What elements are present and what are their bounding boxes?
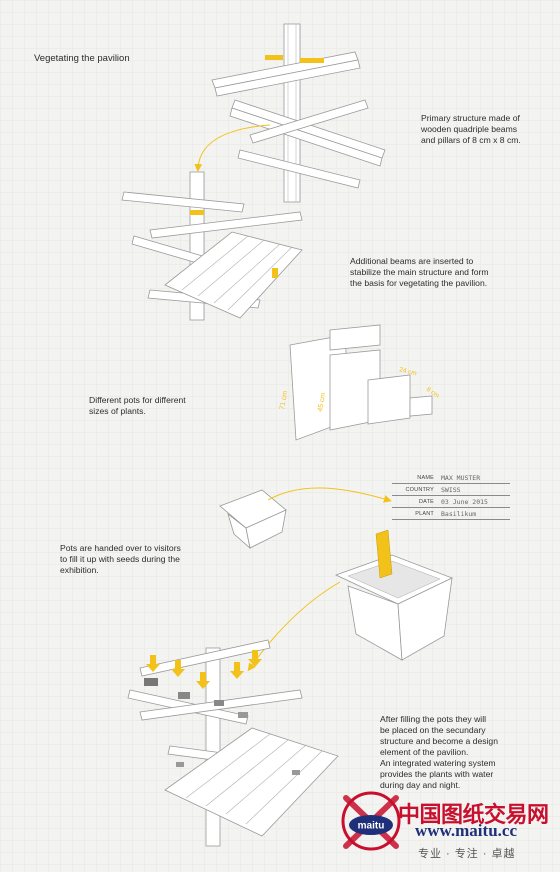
vegetated-structure-drawing xyxy=(127,639,339,847)
caption-line: and pillars of 8 cm x 8 cm. xyxy=(421,135,521,145)
label-value: Basilikum xyxy=(441,509,477,518)
pot-tiny xyxy=(409,395,433,417)
highlight-connector xyxy=(265,55,283,60)
caption-after-filling: After filling the pots they will be plac… xyxy=(380,714,498,791)
pot-with-plant xyxy=(178,692,190,699)
caption-line: exhibition. xyxy=(60,565,99,575)
arrow-connector xyxy=(194,124,271,172)
watermark-site-name: 中国图纸交易网 xyxy=(398,802,549,827)
pillar xyxy=(283,23,301,203)
caption-line: Different pots for different xyxy=(89,395,186,405)
plant-label-stick xyxy=(375,529,393,579)
caption-line: to fill it up with seeds during the xyxy=(60,554,180,564)
pot-side xyxy=(245,509,287,549)
caption-line: An integrated watering system xyxy=(380,758,496,768)
beam xyxy=(229,107,383,167)
label-value: SWISS xyxy=(441,485,461,494)
label-key: PLANT xyxy=(415,510,434,517)
floor-deck xyxy=(164,231,303,319)
pot-with-plant xyxy=(238,712,248,718)
label-row: PLANT Basilikum xyxy=(392,508,510,520)
pot-side xyxy=(397,577,453,661)
label-key: DATE xyxy=(418,498,434,505)
label-value: 03 June 2015 xyxy=(441,497,488,506)
pot-with-plant xyxy=(176,762,184,767)
beam xyxy=(139,639,271,677)
dimension-label: 71 cm xyxy=(279,390,289,410)
caption-line: be placed on the secundary xyxy=(380,725,486,735)
additional-beams-drawing xyxy=(121,171,303,321)
dimension-label: 24 cm xyxy=(398,366,417,377)
handed-pot-drawing xyxy=(219,489,287,550)
pot-large-rim xyxy=(329,324,381,351)
down-arrow-icon xyxy=(248,650,262,667)
planted-pot-drawing xyxy=(334,529,454,661)
caption-line: Additional beams are inserted to xyxy=(350,256,474,266)
highlight-connector xyxy=(300,58,324,63)
caption-line: provides the plants with water xyxy=(380,769,494,779)
label-row: COUNTRY SWISS xyxy=(392,484,510,496)
placement-arrows xyxy=(146,650,262,689)
arrow-connector xyxy=(267,487,392,503)
dimension-label: 45 cm xyxy=(317,392,327,412)
label-row: DATE 03 June 2015 xyxy=(392,496,510,508)
beam xyxy=(149,211,303,239)
logo-badge-text: maitu xyxy=(358,821,385,832)
page-title: Vegetating the pavilion xyxy=(34,53,130,64)
down-arrow-icon xyxy=(171,660,185,677)
pot-small xyxy=(367,374,411,425)
caption-line: during day and night. xyxy=(380,780,461,790)
beam xyxy=(214,59,361,97)
caption-additional-beams: Additional beams are inserted to stabili… xyxy=(350,256,489,289)
beam xyxy=(121,191,245,213)
pot-with-plant xyxy=(214,700,224,706)
primary-structure-drawing xyxy=(211,23,386,203)
down-arrow-icon xyxy=(230,662,244,679)
pillar xyxy=(205,647,221,847)
caption-line: element of the pavilion. xyxy=(380,747,469,757)
pots-drawing xyxy=(289,324,433,441)
caption-line: Primary structure made of xyxy=(421,113,520,123)
planted-pots xyxy=(144,678,300,775)
watermark-url: www.maitu.cc xyxy=(415,821,517,840)
caption-primary-structure: Primary structure made of wooden quadrip… xyxy=(421,113,521,146)
caption-line: structure and become a design xyxy=(380,736,498,746)
caption-line: After filling the pots they will xyxy=(380,714,487,724)
highlight-connector xyxy=(190,210,204,215)
caption-line: sizes of plants. xyxy=(89,406,146,416)
pot-with-plant xyxy=(144,678,158,686)
label-value: MAX MUSTER xyxy=(441,473,481,482)
caption-line: stabilize the main structure and form xyxy=(350,267,489,277)
plant-label-card: NAME MAX MUSTER COUNTRY SWISS DATE 03 Ju… xyxy=(392,472,510,520)
down-arrow-icon xyxy=(146,655,160,672)
beam xyxy=(249,99,369,144)
watermark-tagline: 专业 · 专注 · 卓越 xyxy=(418,848,516,860)
highlight-connector xyxy=(272,268,278,278)
floor-deck xyxy=(164,727,339,837)
beam xyxy=(237,149,361,189)
arrow-connector xyxy=(247,581,341,672)
caption-line: the basis for vegetating the pavilion. xyxy=(350,278,488,288)
label-row: NAME MAX MUSTER xyxy=(392,472,510,484)
caption-pots: Different pots for different sizes of pl… xyxy=(89,395,186,417)
down-arrow-icon xyxy=(196,672,210,689)
pot-with-plant xyxy=(292,770,300,775)
caption-line: wooden quadriple beams xyxy=(421,124,518,134)
soil xyxy=(347,560,441,599)
caption-handed-over: Pots are handed over to visitors to fill… xyxy=(60,543,181,576)
label-key: NAME xyxy=(417,474,434,481)
label-key: COUNTRY xyxy=(405,486,434,493)
maitu-logo-icon: maitu xyxy=(341,791,401,851)
caption-line: Pots are handed over to visitors xyxy=(60,543,181,553)
